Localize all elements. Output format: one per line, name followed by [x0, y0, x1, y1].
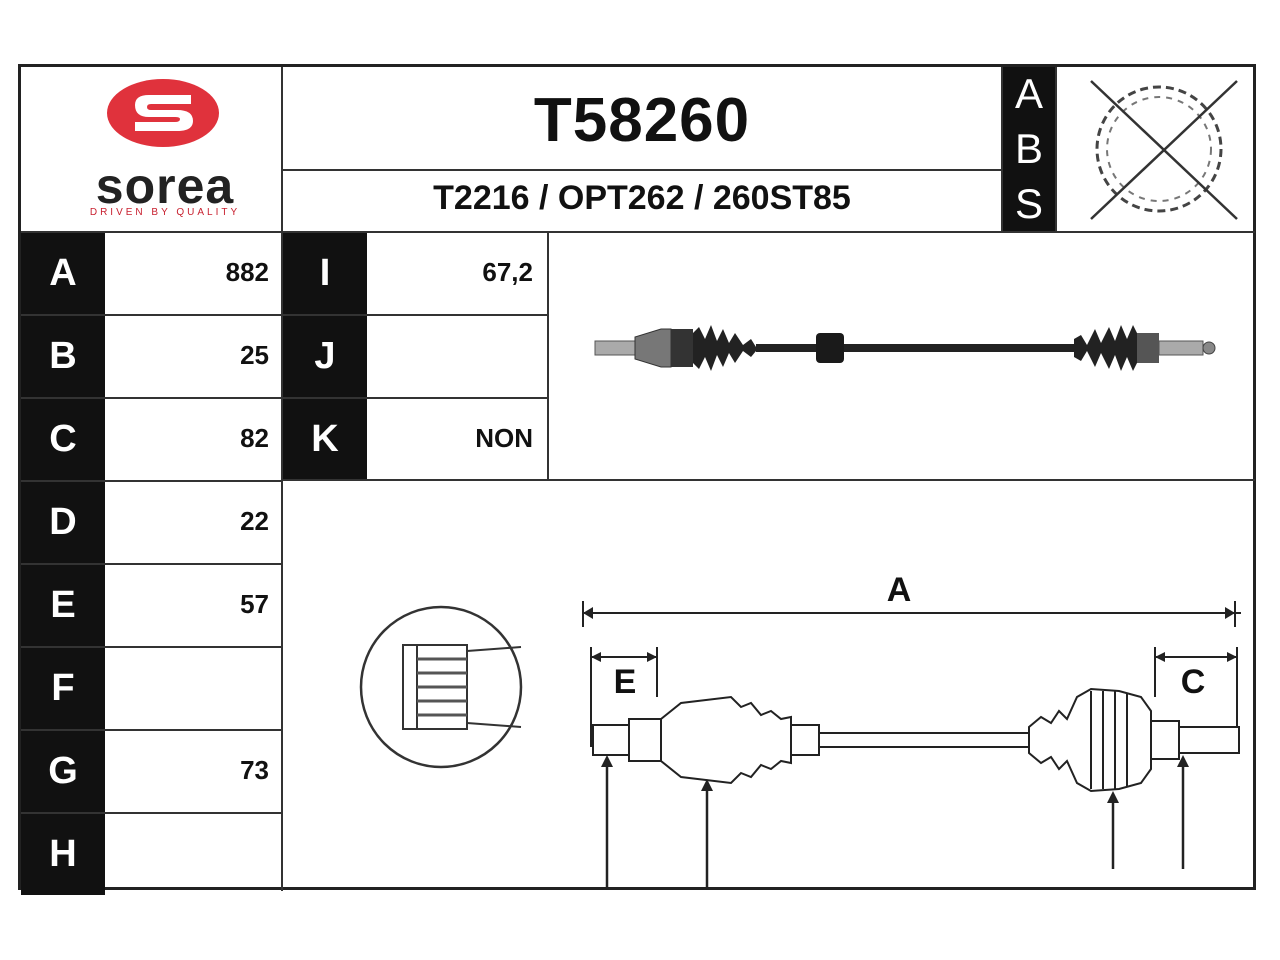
abs-letter-s: S: [1014, 179, 1043, 227]
dim-label-c: C: [1181, 663, 1206, 701]
part-number: T58260: [533, 86, 751, 155]
brand-tagline: DRIVEN BY QUALITY: [89, 207, 241, 218]
spec-value-k: NON: [475, 423, 533, 453]
spec-key-e: E: [21, 565, 105, 646]
dim-label-i: I: [702, 885, 711, 887]
abs-label: A B S: [1003, 67, 1055, 231]
spec-key-b: B: [21, 316, 105, 397]
spec-value-c: 82: [240, 423, 269, 453]
dimension-diagram: A E C: [359, 571, 1241, 887]
product-sheet: sorea DRIVEN BY QUALITY T58260 T2216 / O…: [18, 64, 1256, 895]
abs-ring-crossed-icon: [1090, 80, 1238, 220]
driveshaft-photo: [594, 325, 1216, 371]
spec-value-b: 25: [240, 340, 269, 370]
spec-key-k: K: [283, 399, 367, 480]
brand-name: sorea: [95, 158, 235, 214]
spec-key-d: D: [21, 482, 105, 563]
spec-key-j: J: [283, 316, 367, 397]
dim-label-d: D: [597, 885, 622, 887]
abs-letter-a: A: [1014, 70, 1043, 118]
spec-key-i: I: [283, 233, 367, 314]
dim-label-a: A: [887, 571, 912, 609]
spec-value-g: 73: [240, 755, 269, 785]
dim-label-e: E: [614, 663, 637, 701]
abs-letter-b: B: [1014, 124, 1043, 172]
spec-key-c: C: [21, 399, 105, 480]
spec-key-f: F: [21, 648, 105, 729]
spec-value-a: 882: [225, 257, 269, 287]
spec-value-e: 57: [240, 589, 269, 619]
spec-key-g: G: [21, 731, 105, 812]
sorea-logo-icon: [107, 79, 219, 147]
spline-detail-circle: [359, 605, 523, 769]
cross-references: T2216 / OPT262 / 260ST85: [433, 179, 851, 217]
spec-value-i: 67,2: [482, 257, 533, 287]
driveshaft-outline: [592, 687, 1240, 793]
spec-value-d: 22: [240, 506, 269, 536]
dim-label-g: G: [1100, 885, 1126, 887]
brand-logo: sorea DRIVEN BY QUALITY: [21, 67, 281, 231]
dim-label-b: B: [1173, 885, 1198, 887]
spec-key-a: A: [21, 233, 105, 314]
spec-key-h: H: [21, 814, 105, 895]
